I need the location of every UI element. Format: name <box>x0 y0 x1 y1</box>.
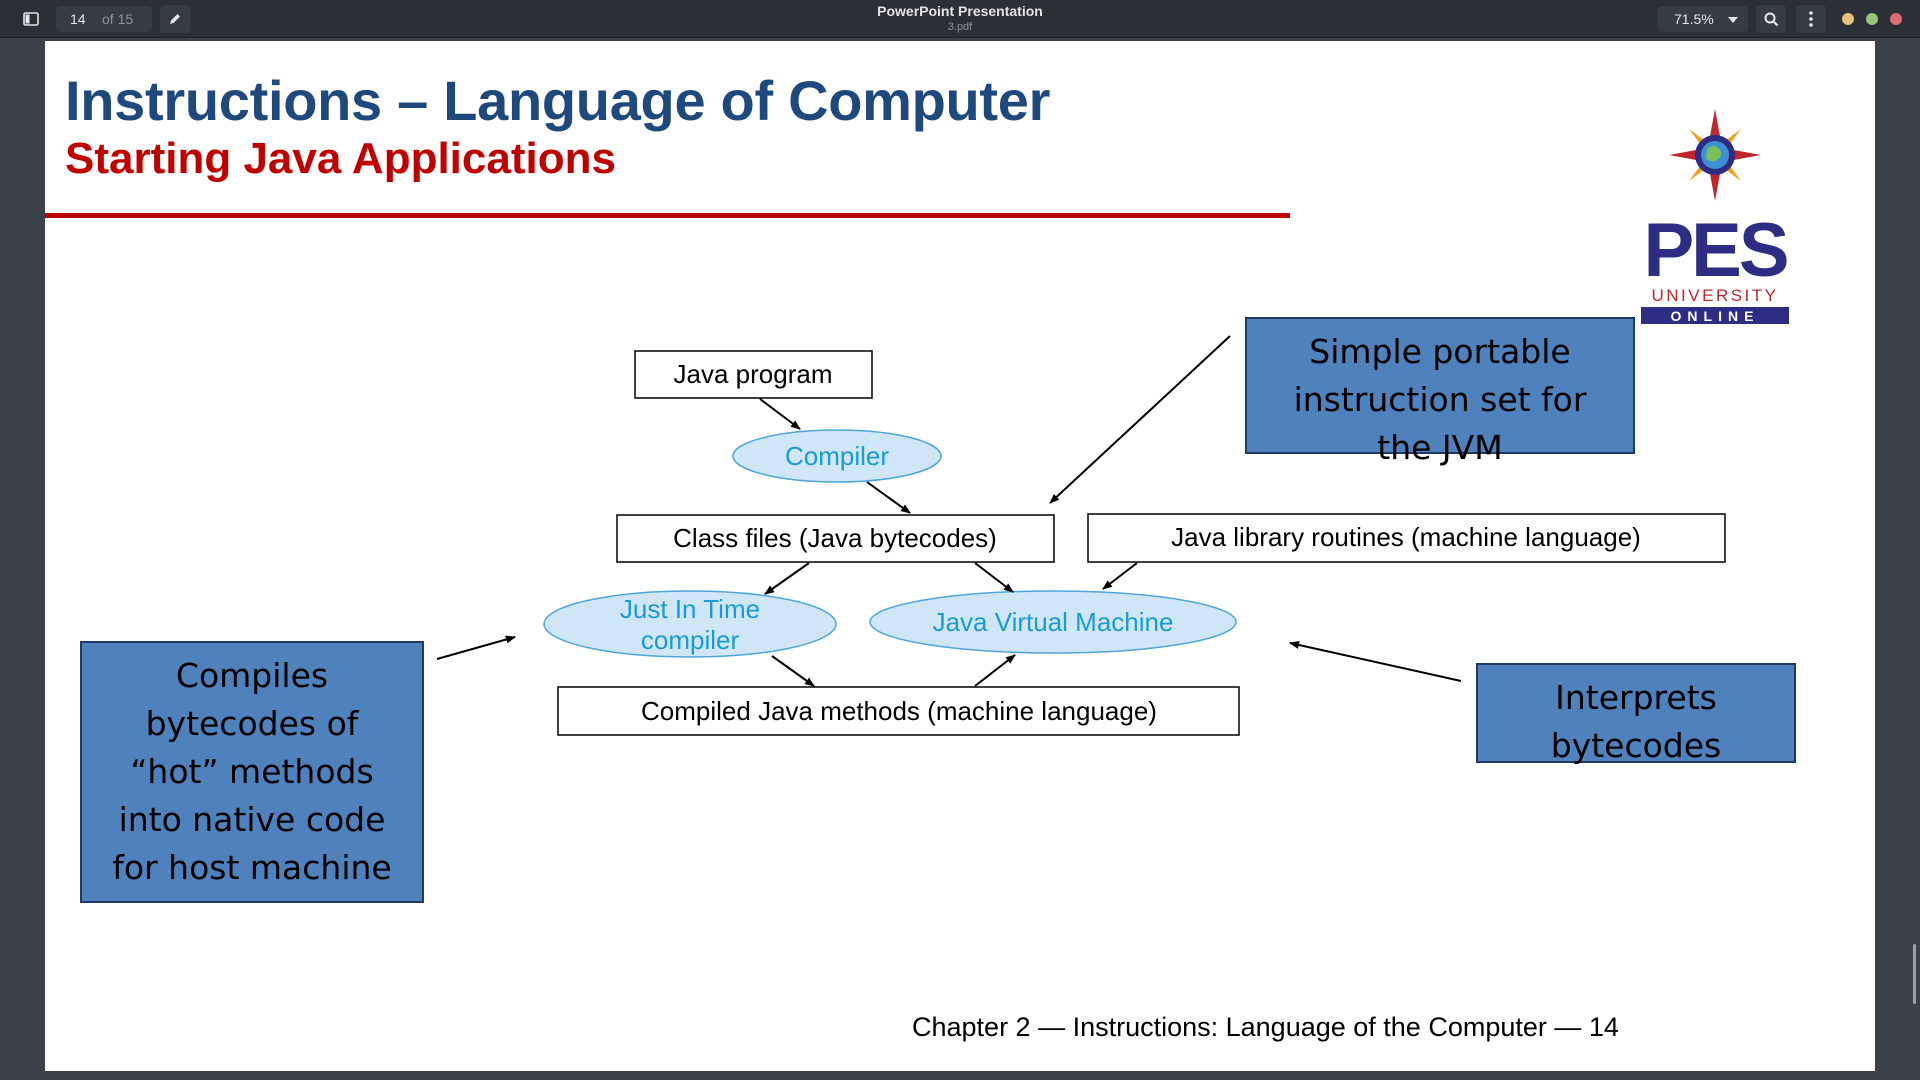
slide-page: Instructions – Language of Computer Star… <box>45 41 1875 1071</box>
callout-jvm-instruction-set: Simple portable instruction set for the … <box>1245 317 1635 467</box>
arrow-program-to-compiler <box>759 398 801 430</box>
overflow-menu-button[interactable] <box>1796 5 1826 33</box>
node-compiler: Compiler <box>732 429 942 483</box>
node-jvm: Java Virtual Machine <box>869 590 1237 654</box>
current-page-input[interactable]: 14 <box>70 11 86 27</box>
search-icon <box>1764 12 1778 26</box>
sidebar-toggle-icon <box>23 12 39 26</box>
node-compiled-methods: Compiled Java methods (machine language) <box>557 686 1240 736</box>
node-java-library: Java library routines (machine language) <box>1087 513 1726 563</box>
sidebar-toggle-button[interactable] <box>18 5 44 33</box>
pointer-jvm-callout <box>1049 335 1231 504</box>
maximize-window-button[interactable] <box>1866 13 1878 25</box>
arrow-classfiles-to-jit <box>764 562 810 595</box>
arrow-classfiles-to-jvm <box>974 562 1014 593</box>
title-divider <box>45 213 1290 218</box>
node-jit-compiler: Just In Time compiler <box>543 590 837 658</box>
chevron-down-icon <box>1728 17 1738 23</box>
arrow-compiler-to-classfiles <box>866 481 911 514</box>
arrow-compiled-to-jvm <box>974 654 1016 687</box>
search-button[interactable] <box>1756 5 1786 33</box>
node-compiler-label: Compiler <box>785 441 889 471</box>
pointer-jit-callout <box>436 635 516 660</box>
node-class-files-label: Class files (Java bytecodes) <box>673 523 997 553</box>
minimize-window-button[interactable] <box>1842 13 1854 25</box>
zoom-select[interactable]: 71.5% <box>1658 6 1748 32</box>
node-java-program-label: Java program <box>674 359 833 389</box>
node-java-library-label: Java library routines (machine language) <box>1171 522 1641 552</box>
logo-online-text: ONLINE <box>1671 308 1760 324</box>
slide-title: Instructions – Language of Computer <box>65 69 1051 132</box>
annotate-button[interactable] <box>160 5 190 33</box>
callout-jit-text: Compiles bytecodes of “hot” methods into… <box>112 656 392 887</box>
callout-jit-description: Compiles bytecodes of “hot” methods into… <box>80 641 424 903</box>
pes-university-logo: PES UNIVERSITY ONLINE <box>1641 109 1790 324</box>
document-title: PowerPoint Presentation <box>877 3 1043 19</box>
vertical-scrollbar[interactable] <box>1913 944 1916 1004</box>
arrow-library-to-jvm <box>1102 562 1138 590</box>
zoom-value: 71.5% <box>1674 11 1714 27</box>
callout-interprets: Interprets bytecodes <box>1476 663 1796 765</box>
node-jit-line2: compiler <box>641 625 740 655</box>
logo-pes-text: PES <box>1643 208 1786 293</box>
logo-university-text: UNIVERSITY <box>1651 286 1778 305</box>
slide-subtitle: Starting Java Applications <box>65 134 616 183</box>
node-jvm-label: Java Virtual Machine <box>933 607 1174 637</box>
page-number-field[interactable]: 14 of 15 <box>56 6 152 32</box>
callout-interp-text: Interprets bytecodes <box>1550 678 1722 765</box>
pencil-icon <box>170 14 180 24</box>
arrow-jit-to-compiled <box>771 655 815 687</box>
total-pages-label: of 15 <box>102 11 134 27</box>
node-class-files: Class files (Java bytecodes) <box>616 514 1055 563</box>
java-execution-diagram: Java program Compiler Class files (Java … <box>436 335 1726 736</box>
viewer-toolbar: 14 of 15 PowerPoint Presentation 3.pdf 7… <box>0 0 1920 38</box>
node-compiled-methods-label: Compiled Java methods (machine language) <box>641 696 1157 726</box>
pointer-interp-callout <box>1289 641 1462 682</box>
kebab-menu-icon <box>1809 11 1813 27</box>
node-java-program: Java program <box>634 350 873 399</box>
slide-footer: Chapter 2 — Instructions: Language of th… <box>912 1012 1619 1042</box>
callout-jvm-text: Simple portable instruction set for the … <box>1293 332 1587 467</box>
document-filename: 3.pdf <box>947 21 973 33</box>
node-jit-line1: Just In Time <box>620 594 760 624</box>
close-window-button[interactable] <box>1890 13 1902 25</box>
